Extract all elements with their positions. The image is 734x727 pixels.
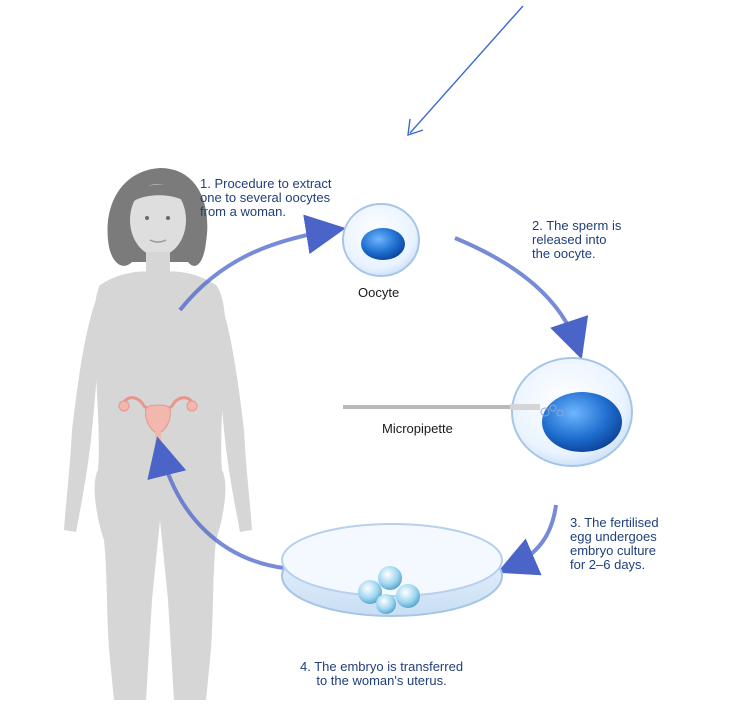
step-3-label: 3. The fertilised egg undergoes embryo c…	[570, 516, 659, 572]
fertilised-egg	[512, 358, 632, 466]
petri-dish	[282, 524, 502, 616]
pointer-arrow	[408, 6, 523, 135]
micropipette	[343, 404, 540, 410]
oocyte-cell	[343, 204, 419, 276]
oocyte-label: Oocyte	[358, 286, 399, 300]
step-1-label: 1. Procedure to extract one to several o…	[200, 177, 332, 219]
step-2-label: 2. The sperm is released into the oocyte…	[532, 219, 621, 261]
micropipette-label: Micropipette	[382, 422, 453, 436]
step-4-label: 4. The embryo is transferred to the woma…	[300, 660, 463, 688]
